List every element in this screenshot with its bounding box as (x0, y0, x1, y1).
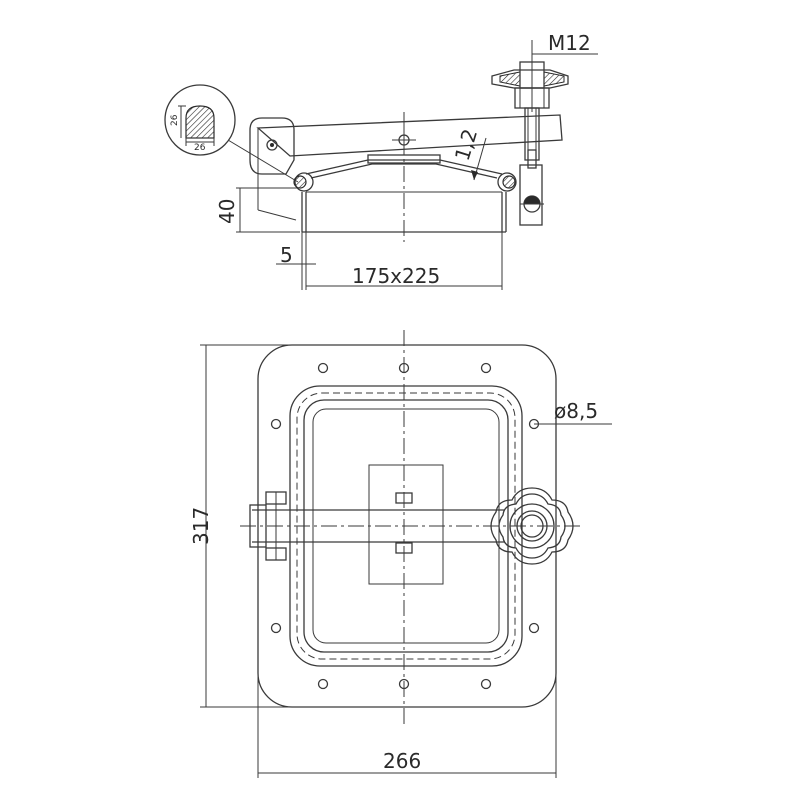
cover-boss (367, 154, 441, 164)
bolt-holes (270, 362, 540, 690)
bolt-hole (480, 678, 492, 690)
hinge-pin-icon (266, 139, 278, 151)
clamp-block (519, 164, 544, 226)
overall-width-dimension: 266 (257, 660, 557, 778)
gasket-right (502, 175, 516, 189)
side-view: 1,2 M12 26 26 40 (164, 31, 598, 290)
detail-leader (227, 139, 299, 183)
height-dimension: 40 (215, 187, 300, 233)
bolt-hole (270, 418, 282, 430)
thread-label: M12 (548, 31, 591, 55)
gasket-width-label: 26 (194, 143, 206, 153)
top-view: ø8,5 317 266 (189, 330, 612, 778)
hole-label: ø8,5 (554, 399, 598, 423)
yoke-bar-top (249, 491, 505, 561)
threaded-rod (524, 107, 540, 169)
frame-neck (301, 191, 507, 233)
bolt-hole (528, 622, 540, 634)
overall-height-dimension: 317 (189, 344, 300, 708)
bolt-hole (317, 362, 329, 374)
thickness-label: 1,2 (450, 126, 482, 163)
cover-plate (305, 159, 503, 175)
height-label-side: 40 (215, 199, 239, 224)
overall-width-label: 266 (383, 749, 421, 773)
opening-label: 175x225 (352, 264, 440, 288)
yoke-bar (249, 114, 563, 221)
flange-outline (257, 344, 557, 708)
gasket-detail: 26 26 (164, 84, 299, 183)
frame-dashed (296, 392, 516, 660)
bolt-hole (480, 362, 492, 374)
wall-dimension: 5 (276, 232, 316, 290)
gasket-left (293, 175, 307, 189)
bolt-hole (270, 622, 282, 634)
bolt-hole (317, 678, 329, 690)
rim-right (497, 172, 517, 192)
bolt-hole (398, 362, 410, 374)
bolt-hole (398, 678, 410, 690)
cover-boss-plate (368, 464, 444, 585)
gasket-height-label: 26 (170, 114, 180, 126)
wall-label: 5 (280, 243, 293, 267)
star-knob-icon (491, 54, 569, 112)
star-knob-top-icon (490, 487, 574, 565)
overall-height-label: 317 (189, 507, 213, 545)
opening-dimension: 175x225 (306, 232, 503, 290)
